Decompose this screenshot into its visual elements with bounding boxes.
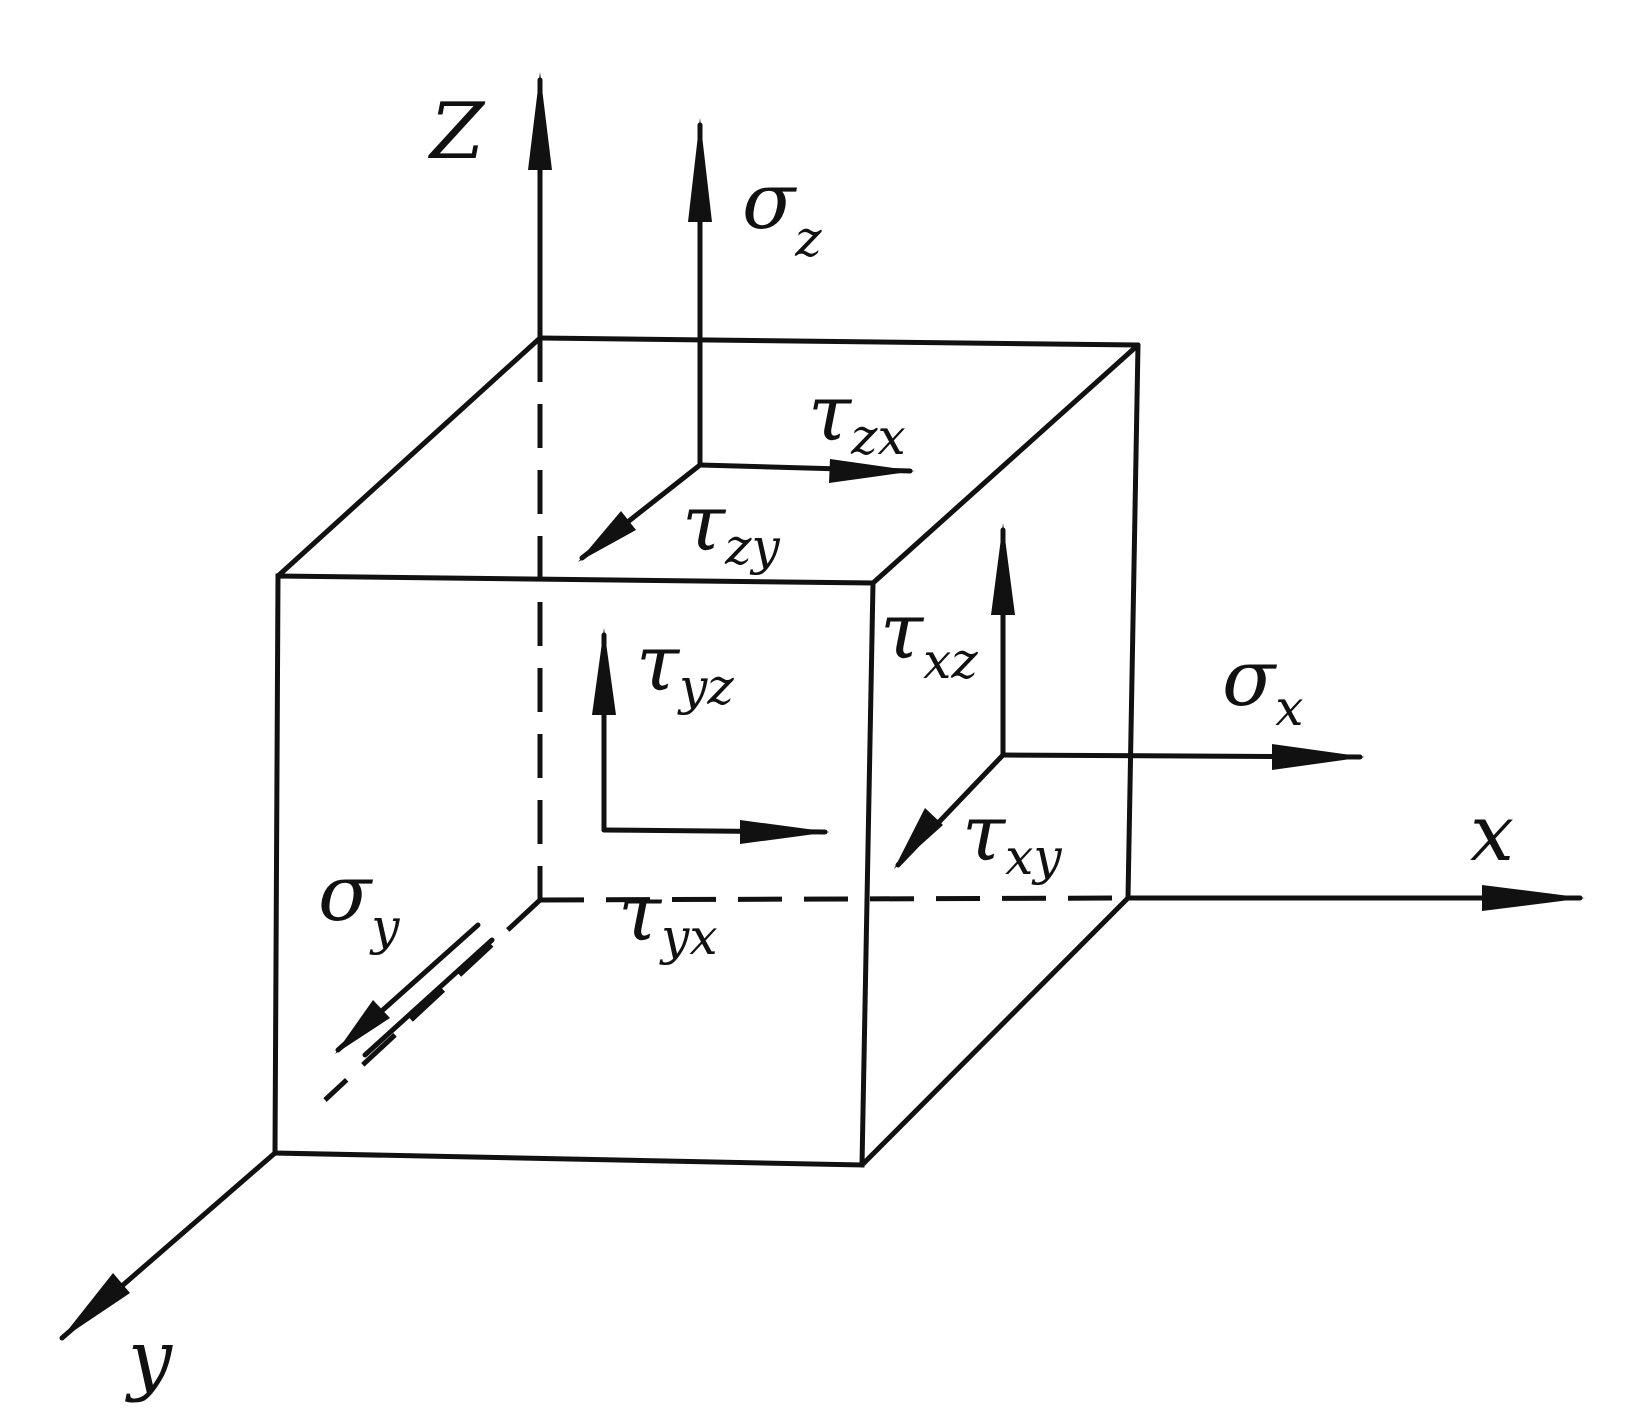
sigma-x-label: σx [1222,634,1303,737]
hidden-bottom-back-edge [539,895,1129,903]
cube-back-right-edge [1125,342,1141,901]
x-axis-arrowhead [1482,885,1585,911]
tau-yx-arrowhead [740,820,830,844]
right-face-stresses [894,523,1365,869]
z-axis-label: Z [427,87,486,177]
sigma-y-label: σy [318,849,400,956]
cube-top-right-edge [870,342,1141,586]
cube-bottom-right-edge [859,895,1131,1168]
tau-yx-label: τyx [618,869,718,966]
tau-zy-label: τzy [682,479,780,576]
sigma-z-arrowhead [688,118,712,222]
front-face-stresses [335,628,830,1058]
tau-yz-label: τyz [636,619,734,716]
top-face-stresses [578,118,915,562]
y-axis-arrowhead [60,1273,130,1340]
sigma-y-arrowhead [335,1000,390,1054]
cube [272,335,1141,1168]
sigma-y-arrow-shaft-2 [362,937,495,1058]
y-axis-label: y [125,1314,173,1404]
tau-xy-arrowhead [894,808,943,869]
tau-zx-label: τzx [808,369,906,466]
tau-zx-arrowhead [829,459,915,483]
cube-top-back-edge [537,335,1141,348]
coordinate-axes [59,72,1585,1341]
tau-zy-arrowhead [578,511,636,562]
tau-xy-label: τxy [962,789,1062,886]
z-axis-arrowhead [528,72,552,170]
x-axis-label: x [1470,789,1514,879]
sigma-z-label: σz [742,157,822,268]
tau-yz-arrowhead [592,628,616,715]
hidden-bottom-left-edge [323,898,542,1102]
cube-top-left-edge [275,335,543,579]
sigma-x-arrowhead [1272,744,1365,770]
tau-xz-label: τxz [880,587,978,690]
hidden-edges [323,338,1129,1102]
tau-xz-arrowhead [991,523,1015,615]
